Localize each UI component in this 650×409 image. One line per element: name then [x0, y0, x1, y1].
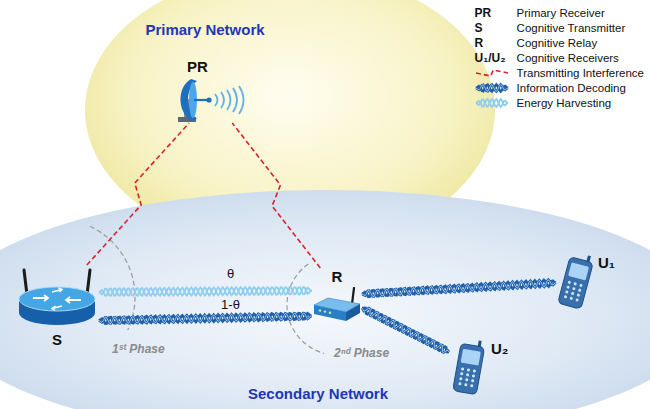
title-holder: Primary Network	[145, 21, 264, 39]
legend-text: Transmitting Interference	[517, 66, 644, 80]
legend-line-sample	[475, 67, 509, 79]
legend-key: U₁/U₂	[475, 51, 515, 65]
legend-row: Information Decoding	[475, 80, 644, 95]
network-ellipse	[0, 190, 650, 409]
device-icon	[556, 250, 596, 312]
legend-abbreviation: U₁/U₂	[475, 51, 506, 65]
network-region: Primary NetworkPR	[85, 0, 495, 250]
label-holder: 2ⁿᵈ Phase	[334, 346, 389, 360]
legend-key: S	[475, 21, 515, 35]
network-title: Primary Network	[145, 21, 264, 39]
network-title: Secondary Network	[248, 385, 388, 403]
legend-row: R Cognitive Relay	[475, 35, 644, 50]
phase-label: 2ⁿᵈ Phase	[334, 346, 389, 360]
interference-line	[476, 70, 508, 76]
edge-label: θ	[227, 267, 234, 281]
receiver-node: PR	[175, 58, 250, 123]
relay-node: R	[312, 268, 362, 323]
title-holder: Secondary Network	[248, 385, 388, 403]
network-region: Secondary Network S R U₁ U₂	[0, 190, 650, 409]
legend-key: R	[475, 36, 515, 50]
device-label: PR	[175, 58, 208, 75]
legend-key: PR	[475, 6, 515, 20]
legend-sample-group	[476, 84, 508, 91]
phase-label: 1ˢᵗ Phase	[112, 342, 165, 356]
legend-abbreviation: PR	[475, 6, 492, 20]
receiver-node: U₁	[556, 250, 615, 312]
device-icon	[449, 336, 489, 398]
legend-key	[475, 97, 515, 109]
device-icon	[175, 77, 250, 123]
legend-row: S Cognitive Transmitter	[475, 20, 644, 35]
phone-icon	[453, 337, 486, 394]
legend-key	[475, 67, 515, 79]
legend-key	[475, 82, 515, 94]
information-wave	[476, 84, 508, 91]
device-label: U₂	[491, 336, 509, 357]
legend-text: Cognitive Transmitter	[517, 21, 626, 35]
dish-antenna-icon	[178, 79, 244, 122]
device-label: R	[332, 268, 343, 285]
legend-text: Energy Harvesting	[517, 96, 612, 110]
information-wave	[476, 84, 508, 91]
legend-row: Transmitting Interference	[475, 65, 644, 80]
legend-text: Cognitive Receivers	[517, 51, 619, 65]
legend-row: Energy Harvesting	[475, 95, 644, 110]
transmitter-node: S	[15, 265, 99, 348]
legend-line-sample	[475, 97, 509, 109]
information-wave-highlight	[476, 84, 508, 91]
legend-abbreviation: R	[475, 36, 484, 50]
edge-label-holder: 1-θ	[221, 298, 240, 312]
legend-text: Primary Receiver	[517, 6, 605, 20]
legend-box: PR Primary ReceiverS Cognitive Transmitter…	[475, 5, 644, 110]
edge-label-holder: θ	[227, 267, 234, 281]
router-icon	[19, 270, 95, 325]
phone-icon	[558, 251, 595, 309]
receiver-node: U₂	[449, 336, 509, 398]
legend-abbreviation: S	[475, 21, 483, 35]
device-label: U₁	[598, 250, 615, 271]
device-label: S	[52, 331, 62, 348]
legend-sample-group	[476, 70, 508, 76]
energy-wave	[476, 99, 508, 107]
legend-sample-group	[476, 99, 508, 107]
legend-text: Cognitive Relay	[517, 36, 598, 50]
device-icon	[312, 287, 362, 323]
legend-text: Information Decoding	[517, 81, 626, 95]
legend-row: PR Primary Receiver	[475, 5, 644, 20]
edge-label: 1-θ	[221, 298, 240, 312]
relay-icon	[314, 288, 360, 321]
label-holder: 1ˢᵗ Phase	[112, 342, 165, 356]
energy-wave	[476, 99, 508, 107]
device-icon	[15, 265, 99, 329]
legend-row: U₁/U₂ Cognitive Receivers	[475, 50, 644, 65]
legend-line-sample	[475, 82, 509, 94]
